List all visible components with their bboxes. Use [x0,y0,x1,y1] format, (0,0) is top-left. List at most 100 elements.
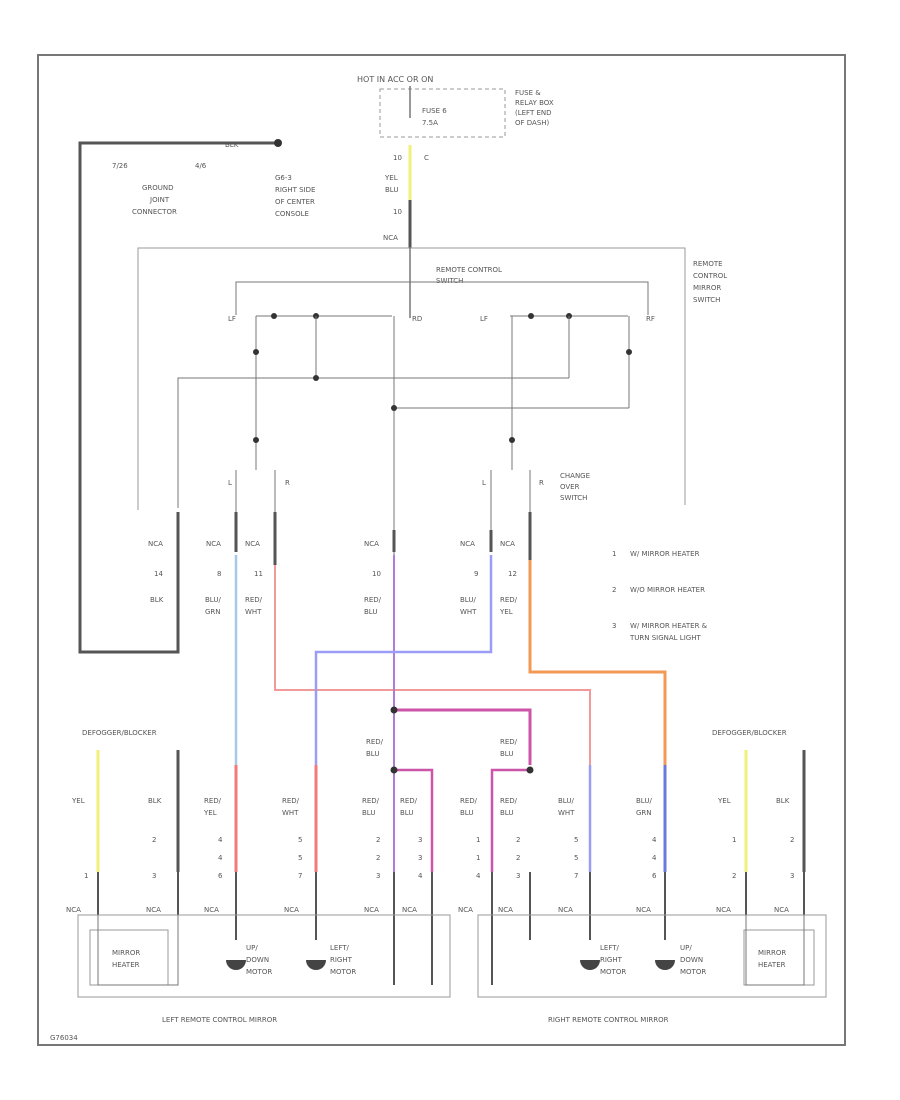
conn-pin: 11 [254,570,263,578]
fuse-amps: 7.5A [422,119,438,127]
pin: 5 [298,854,302,862]
col-wire: RED/ [204,797,222,805]
switch-pos-lf-2: LF [480,315,488,323]
left-updown-3: MOTOR [246,968,272,976]
pin: 3 [376,872,380,880]
switch-node [528,313,534,319]
pin: 5 [574,836,578,844]
pin: 2 [376,836,380,844]
col-wire: GRN [636,809,652,817]
ground-point [274,139,282,147]
right-updown-1: UP/ [680,944,692,952]
joint-label-2: JOINT [149,196,170,204]
col-wire: RED/ [400,797,418,805]
right-updown-2: DOWN [680,956,703,964]
col-wire: RED/ [282,797,300,805]
ground-pin1: 7/26 [112,162,128,170]
g-label-4: CONSOLE [275,210,309,218]
switch-box-label-2: CONTROL [693,272,727,280]
left-heater-label-1: MIRROR [112,949,140,957]
switch-node [509,437,515,443]
left-mirror-box [77,914,451,998]
switch-node [253,349,259,355]
col-wire: RED/ [460,797,478,805]
fuse-box-label-4: OF DASH) [515,119,550,127]
pin: 5 [298,836,302,844]
conn-pin: 14 [154,570,163,578]
pin: 4 [218,854,223,862]
wire-blu: BLU [385,186,398,194]
conn-wire: BLK [150,596,164,604]
conn-wire: GRN [205,608,221,616]
col-wire: RED/ [500,797,518,805]
hot-label: HOT IN ACC OR ON [357,75,433,84]
fuse-box-outline [379,88,506,138]
switch-node [313,375,319,381]
col-wire: YEL [71,797,85,805]
col-wire: YEL [203,809,217,817]
pin: 4 [476,872,481,880]
pin: 4 [218,836,223,844]
g-label-1: G6-3 [275,174,292,182]
ground-wire [78,141,275,654]
legend-num: 2 [612,586,616,594]
conn-wire: BLU/ [205,596,221,604]
conn-pin: 10 [372,570,381,578]
legend-text: W/ MIRROR HEATER [630,550,700,558]
fuse-pin-bottom: 10 [393,208,402,216]
nca: NCA [716,906,731,914]
left-updown-2: DOWN [246,956,269,964]
left-heater-loop [97,915,179,986]
pin: 2 [376,854,380,862]
col-wire: BLK [776,797,790,805]
pin: 1 [476,836,480,844]
right-lr-3: MOTOR [600,968,626,976]
left-mirror-title: LEFT REMOTE CONTROL MIRROR [162,1016,277,1024]
switch-pos-rf: RF [646,315,655,323]
pin: 1 [476,854,480,862]
fuse-pin-left: 10 [393,154,402,162]
col-wire: RED/ [362,797,380,805]
switch-bus [235,281,649,315]
right-updown-3: MOTOR [680,968,706,976]
conn-nca: NCA [245,540,260,548]
conn-nca: NCA [364,540,379,548]
diagram-frame [37,54,846,1046]
splice-wire: BLU [500,750,513,758]
splice-node [390,766,398,774]
ground-pin2: 4/6 [195,162,207,170]
col-wire: BLU [500,809,513,817]
footer-code: G76034 [50,1034,78,1042]
g-label-3: OF CENTER [275,198,315,206]
changeover-r1: R [285,479,290,487]
nca: NCA [66,906,81,914]
fuse-label: FUSE 6 [422,107,447,115]
col-wire: BLK [148,797,162,805]
joint-label-1: GROUND [142,184,174,192]
ground-wire-color: BLK [225,141,239,149]
splice-wire: RED/ [366,738,384,746]
pin: 5 [574,854,578,862]
pin: 1 [732,836,736,844]
wire-red-blu-3 [490,768,530,872]
pin: 3 [418,836,422,844]
changeover-label-2: OVER [560,483,580,491]
conn-wire: BLU [364,608,377,616]
nca: NCA [458,906,473,914]
switch-pos-lf: LF [228,315,236,323]
conn-pin: 9 [474,570,478,578]
left-heater-label-2: HEATER [112,961,140,969]
nca: NCA [146,906,161,914]
left-lr-1: LEFT/ [330,944,350,952]
col-wire: YEL [717,797,731,805]
defogger-left: DEFOGGER/BLOCKER [82,729,157,737]
conn-wire: WHT [460,608,477,616]
pin: 3 [152,872,156,880]
pin: 2 [152,836,156,844]
conn-nca: NCA [500,540,515,548]
wire-red-yel [528,560,667,765]
connector-row: NCA 14 BLK NCA 8 BLU/ GRN NCA 11 RED/ WH… [148,540,518,616]
switch-ground-bus [177,377,569,508]
legend-num: 1 [612,550,616,558]
